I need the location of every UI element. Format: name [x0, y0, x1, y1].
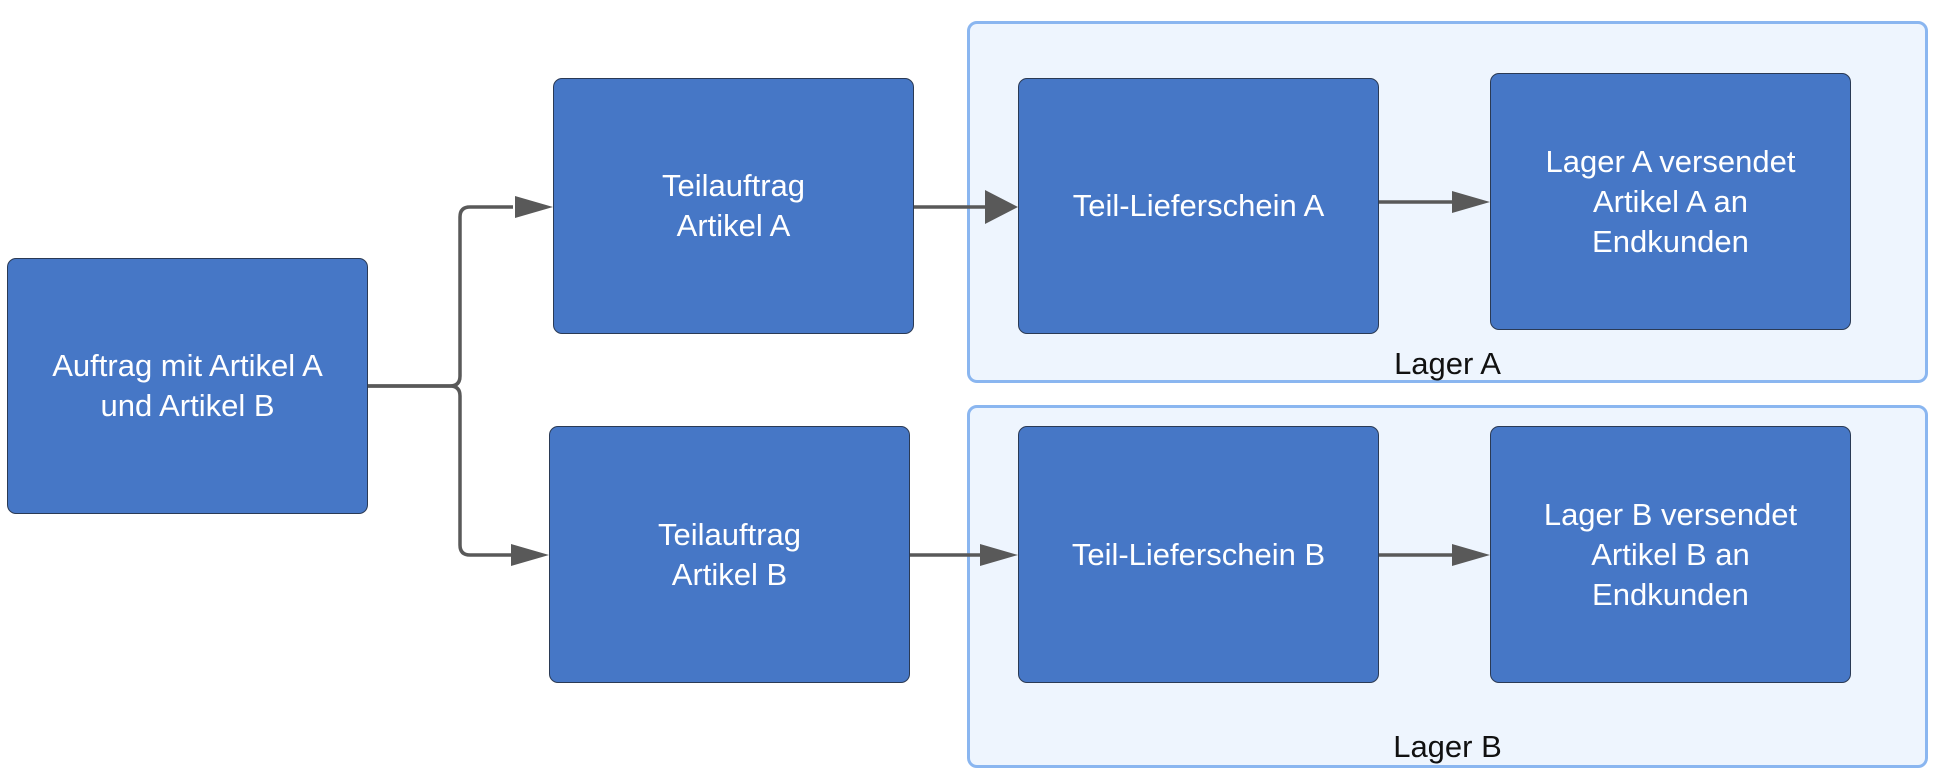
node-delivery-note-b-label: Teil-Lieferschein B: [1071, 536, 1326, 572]
edge-order-to-sub-order-b: [368, 384, 511, 557]
node-sub-order-b-label: Teilauftrag Artikel B: [657, 516, 802, 592]
arrowhead-sub-order-a: [515, 196, 553, 218]
arrowhead-sub-order-b: [511, 544, 549, 566]
group-label-lager-b: Lager B: [1393, 729, 1502, 764]
node-ship-b[interactable]: Lager B versendet Artikel B an Endkunden: [1490, 426, 1851, 683]
node-sub-order-a-label: Teilauftrag Artikel A: [661, 168, 806, 243]
node-ship-a-label: Lager A versendet Artikel A an Endkunden: [1545, 143, 1796, 259]
node-order-label: Auftrag mit Artikel A und Artikel B: [52, 348, 323, 423]
node-ship-a[interactable]: Lager A versendet Artikel A an Endkunden: [1490, 73, 1851, 330]
node-order[interactable]: Auftrag mit Artikel A und Artikel B: [7, 258, 368, 514]
node-delivery-note-a[interactable]: Teil-Lieferschein A: [1018, 78, 1379, 334]
node-delivery-note-b[interactable]: Teil-Lieferschein B: [1018, 426, 1379, 683]
edge-order-to-sub-order-a: [368, 205, 513, 388]
node-delivery-note-a-label: Teil-Lieferschein A: [1072, 188, 1325, 223]
node-sub-order-a[interactable]: Teilauftrag Artikel A: [553, 78, 914, 334]
group-label-lager-a: Lager A: [1394, 346, 1501, 381]
node-ship-b-label: Lager B versendet Artikel B an Endkunden: [1543, 496, 1798, 612]
node-sub-order-b[interactable]: Teilauftrag Artikel B: [549, 426, 910, 683]
